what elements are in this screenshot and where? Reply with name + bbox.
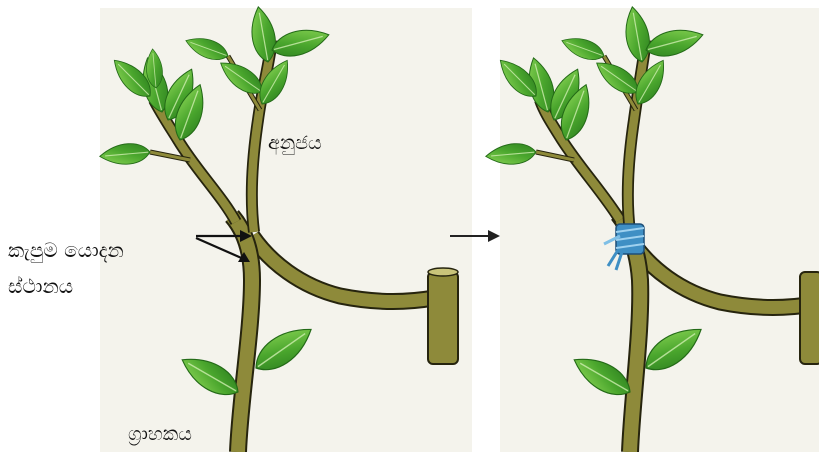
rootstock-label: ග්‍රාහකය [128, 423, 192, 445]
graft-point-label-line1: කැපුම යොදන [8, 232, 124, 268]
graft-point-label: කැපුම යොදන ස්ථානය [8, 232, 124, 304]
panel-after-grafting [485, 5, 819, 452]
cut-stump [428, 272, 458, 364]
scion-label: අනුජය [268, 132, 322, 154]
panel-before-grafting [99, 5, 472, 452]
cut-stump [800, 272, 819, 364]
graft-point-label-line2: ස්ථානය [8, 268, 124, 304]
